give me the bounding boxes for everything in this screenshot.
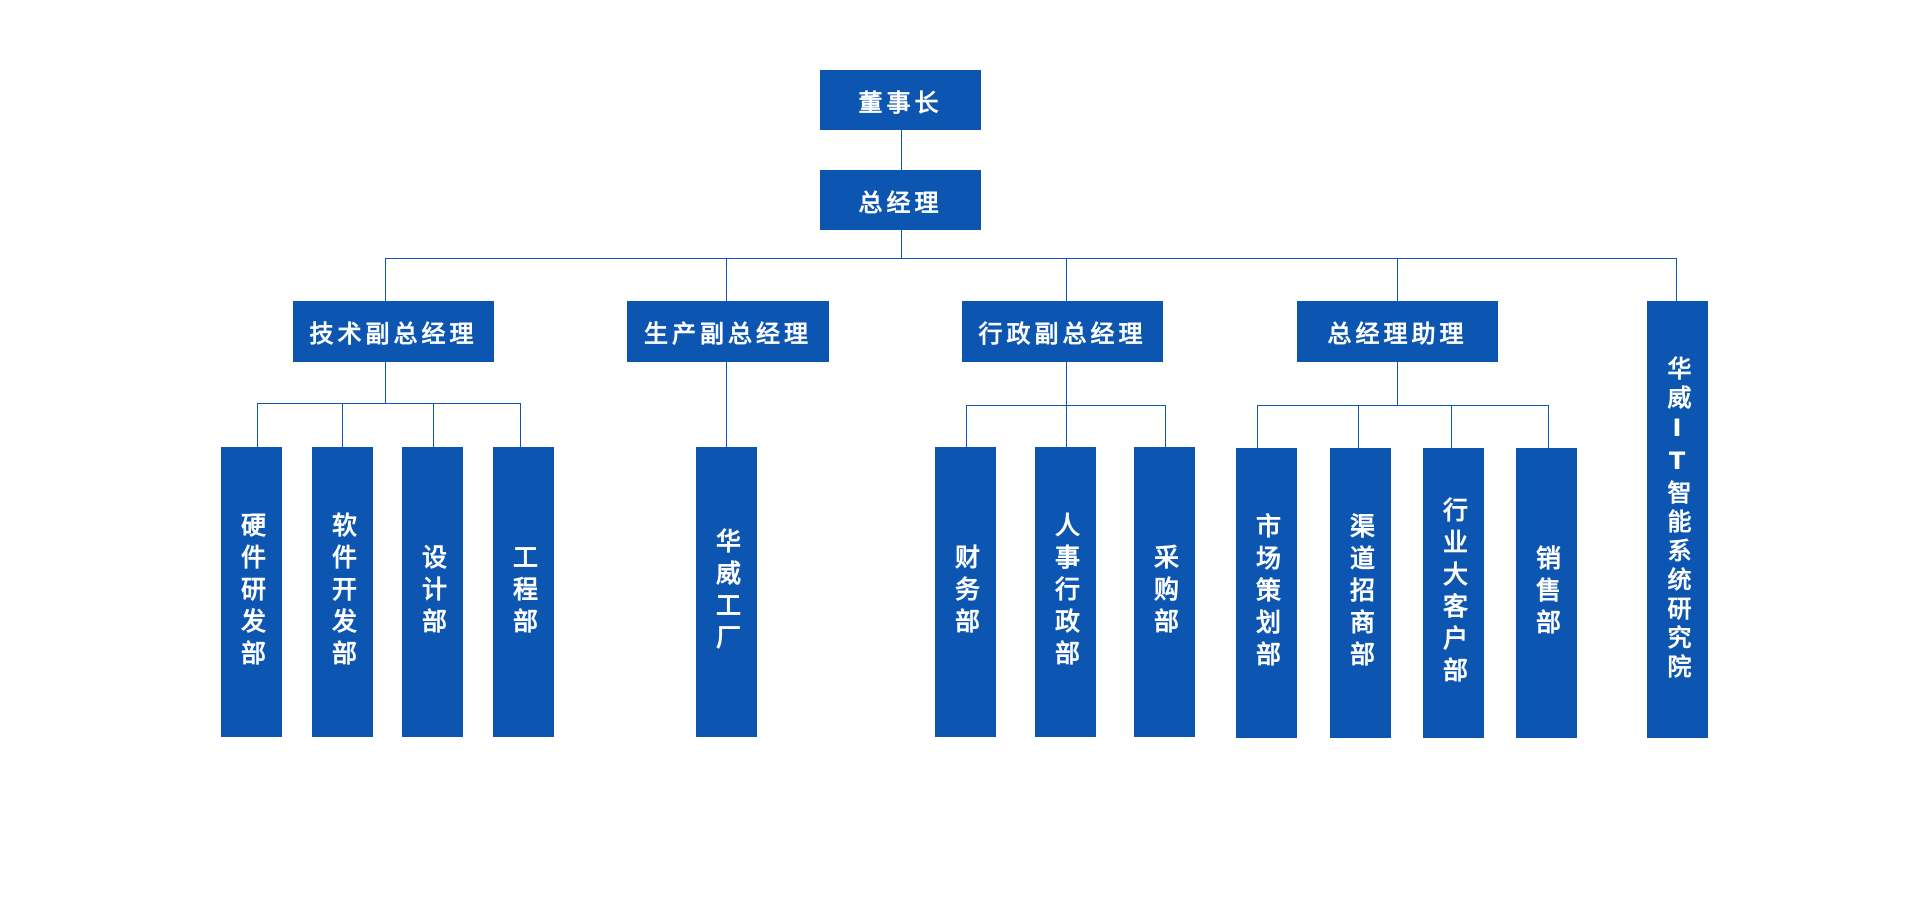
dept-box-sales: 销售部 — [1516, 448, 1577, 738]
ceo-box: 总经理 — [820, 170, 981, 230]
connector-dept-1-1 — [257, 403, 258, 447]
connector-bus-institute — [1676, 258, 1677, 301]
chairman-box: 董事长 — [820, 70, 981, 130]
dept-box-design: 设计部 — [402, 447, 463, 737]
connector-dept-1-2 — [342, 403, 343, 447]
branch-box-production: 生产副总经理 — [627, 301, 829, 362]
connector-ceo-bus — [901, 230, 902, 258]
connector-branch-3-down — [1066, 362, 1067, 406]
connector-dept-3-1 — [966, 405, 967, 447]
connector-dept-3-2 — [1066, 405, 1067, 447]
connector-branch-1-down — [385, 362, 386, 404]
connector-dept-1-4 — [520, 403, 521, 447]
connector-bus-branch-1 — [385, 258, 386, 301]
connector-bus-branch-3 — [1066, 258, 1067, 301]
connector-bus-branch-2 — [726, 258, 727, 301]
connector-bus-branch-4 — [1397, 258, 1398, 301]
connector-dept-1-3 — [433, 403, 434, 447]
connector-dept-4-3 — [1451, 405, 1452, 448]
dept-box-software: 软件开发部 — [312, 447, 373, 737]
dept-box-engineering: 工程部 — [493, 447, 554, 737]
connector-dept-4-1 — [1257, 405, 1258, 448]
connector-main-bus — [385, 258, 1677, 259]
dept-box-purchasing: 采购部 — [1134, 447, 1195, 737]
dept-box-finance: 财务部 — [935, 447, 996, 737]
branch-box-tech: 技术副总经理 — [293, 301, 494, 362]
connector-chairman-ceo — [901, 130, 902, 170]
dept-box-hr: 人事行政部 — [1035, 447, 1096, 737]
connector-branch-1-bus — [257, 403, 521, 404]
connector-dept-4-4 — [1548, 405, 1549, 448]
connector-branch-2-down — [726, 362, 727, 447]
dept-box-factory: 华威工厂 — [696, 447, 757, 737]
branch-box-assistant: 总经理助理 — [1297, 301, 1498, 362]
branch-box-admin: 行政副总经理 — [962, 301, 1163, 362]
institute-box: 华威IT智能系统研究院 — [1647, 301, 1708, 738]
dept-box-key-accounts: 行业大客户部 — [1423, 448, 1484, 738]
connector-dept-3-3 — [1165, 405, 1166, 447]
connector-branch-4-down — [1397, 362, 1398, 406]
connector-dept-4-2 — [1358, 405, 1359, 448]
dept-box-channel: 渠道招商部 — [1330, 448, 1391, 738]
connector-branch-4-bus — [1257, 405, 1549, 406]
dept-box-marketing: 市场策划部 — [1236, 448, 1297, 738]
dept-box-hardware: 硬件研发部 — [221, 447, 282, 737]
